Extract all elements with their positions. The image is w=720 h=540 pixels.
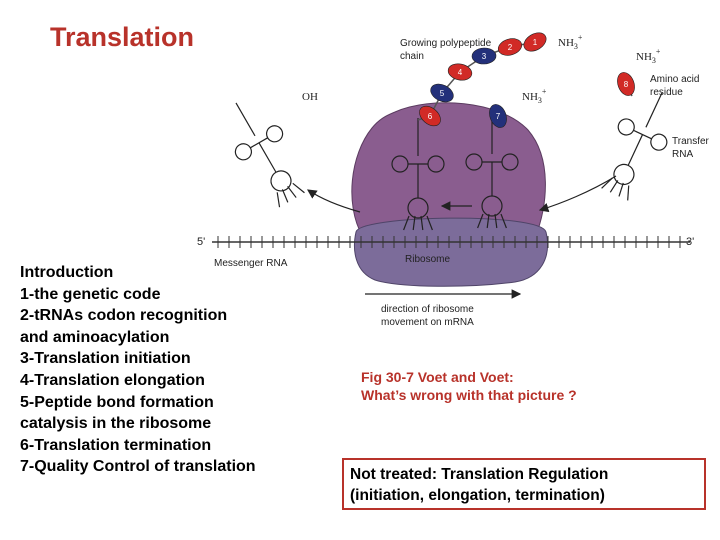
anticodon-base <box>486 213 490 229</box>
anticodon-base <box>627 185 630 201</box>
note-line-2: (initiation, elongation, termination) <box>350 487 605 504</box>
caption-line-1: Fig 30-7 Voet and Voet: <box>361 369 514 385</box>
residue-number: 6 <box>428 112 433 121</box>
residue-number: 4 <box>458 68 463 77</box>
nh3-label-incoming: NH3+ <box>636 47 661 65</box>
transfer-rna-label: Transfer RNA <box>672 136 712 160</box>
anticodon-loop <box>481 195 503 217</box>
a-site-trna <box>465 116 519 229</box>
anticodon-base <box>426 215 433 231</box>
anticodon-base <box>287 185 297 198</box>
outline-item: 4-Translation elongation <box>20 371 205 389</box>
amino-acid-residue <box>617 72 635 96</box>
d-loop <box>617 118 635 136</box>
three-prime-label: 3' <box>686 236 694 248</box>
five-prime-label: 5' <box>197 236 205 248</box>
polypeptide-chain: 1 2 3 4 5 6 7 8 <box>419 32 635 128</box>
anticodon-base <box>412 215 416 231</box>
amino-acid-residue <box>419 105 441 127</box>
anticodon-base <box>276 192 281 208</box>
residue-number: 3 <box>482 52 487 61</box>
anticodon-base <box>281 189 289 203</box>
residue-number: 1 <box>533 38 538 47</box>
acceptor-stem <box>235 102 256 137</box>
anticodon-base <box>500 213 507 229</box>
anticodon-base <box>292 182 305 194</box>
exiting-trna <box>234 102 305 208</box>
anticodon-stem <box>258 142 277 173</box>
amino-acid-residue <box>489 104 507 128</box>
d-loop <box>234 143 253 161</box>
acceptor-stem <box>645 92 663 128</box>
lecture-outline: Introduction 1-the genetic code 2-tRNAs co… <box>20 262 256 478</box>
outline-item: 3-Translation initiation <box>20 350 191 368</box>
anticodon-loop <box>270 170 292 192</box>
anticodon-base <box>618 182 624 197</box>
messenger-rna-label: Messenger RNA <box>214 258 288 269</box>
amino-acid-residue-label: Amino acid residue <box>650 74 702 98</box>
residue-number: 8 <box>624 80 629 89</box>
outline-item: 6-Translation termination <box>20 436 212 454</box>
caption-line-2: What’s wrong with that picture ? <box>361 387 577 403</box>
incoming-trna <box>601 92 668 201</box>
residue-number: 5 <box>440 89 445 98</box>
anticodon-base <box>403 215 410 231</box>
outline-item: catalysis in the ribosome <box>20 415 212 433</box>
figure-caption: Fig 30-7 Voet and Voet: What’s wrong wit… <box>361 368 577 404</box>
amino-acid-residue <box>471 47 497 65</box>
outline-item: and aminoacylation <box>20 328 170 346</box>
amino-acid-residue <box>447 63 473 81</box>
residue-number: 2 <box>508 43 513 52</box>
note-line-1: Not treated: Translation Regulation <box>350 466 609 483</box>
amino-acid-residue <box>430 83 454 103</box>
growing-chain-label: Growing polypeptide chain <box>400 38 494 62</box>
anticodon-base <box>494 213 498 229</box>
residue-number: 7 <box>496 112 501 121</box>
t-loop <box>265 125 284 143</box>
outline-item: 7-Quality Control of translation <box>20 458 256 476</box>
outline-item: 5-Peptide bond formation <box>20 393 214 411</box>
anticodon-base <box>477 213 484 229</box>
ribosome-small-subunit <box>353 217 548 287</box>
trna-entry-arrow <box>538 175 617 213</box>
mrna-codon-ticks <box>217 236 681 248</box>
anticodon-stem <box>627 134 644 166</box>
arm-connector <box>633 129 652 140</box>
amino-acid-residue <box>523 32 547 52</box>
anticodon-base <box>420 215 424 231</box>
outline-item: Introduction <box>20 264 114 281</box>
amino-acid-residue <box>497 38 523 56</box>
direction-label: direction of ribosome movement on mRNA <box>381 304 477 328</box>
anticodon-loop <box>613 163 635 186</box>
nh3-label-a-site: NH3+ <box>522 87 547 105</box>
slide-title: Translation <box>50 22 195 52</box>
trna-exit-arrow <box>307 189 361 213</box>
anticodon-base <box>609 180 619 193</box>
not-treated-note: Not treated: Translation Regulation (ini… <box>342 458 706 510</box>
oh-label: OH <box>302 91 318 103</box>
p-site-trna <box>391 118 445 231</box>
nh3-label-chain: NH3+ <box>558 33 583 51</box>
outline-item: 2-tRNAs codon recognition <box>20 307 228 325</box>
ribosome-label: Ribosome <box>405 254 450 265</box>
t-loop <box>650 133 668 151</box>
anticodon-loop <box>407 197 429 219</box>
outline-item: 1-the genetic code <box>20 285 161 303</box>
